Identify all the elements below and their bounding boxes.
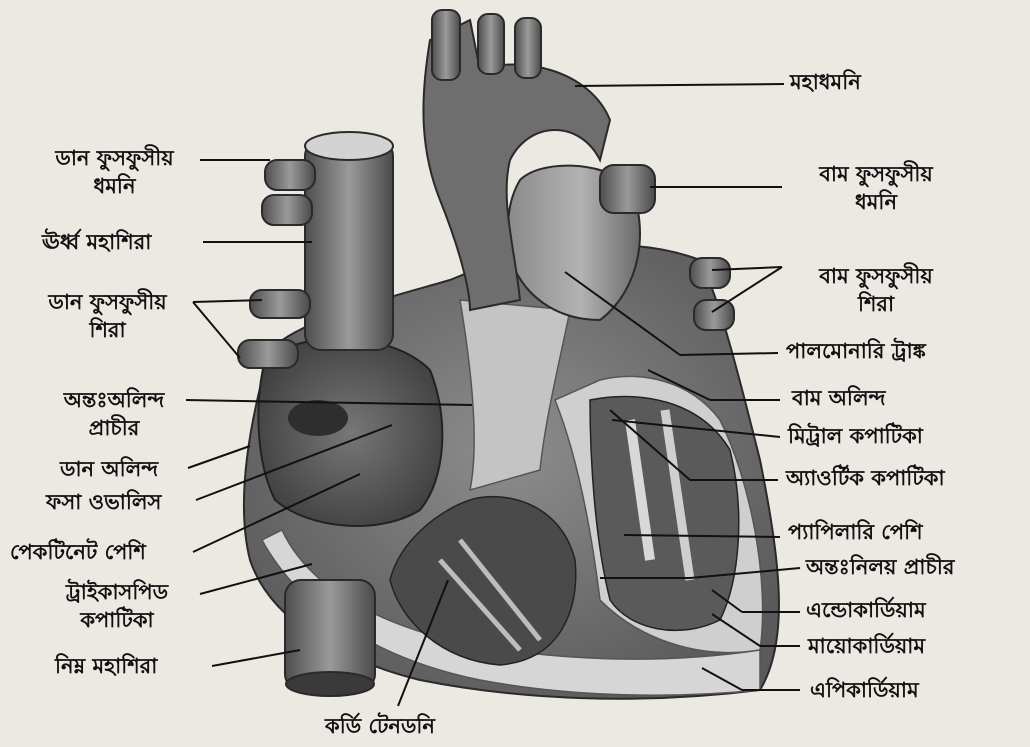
- label-endocardium: এন্ডোকার্ডিয়াম: [806, 596, 926, 624]
- label-pulmonary-trunk: পালমোনারি ট্রাঙ্ক: [786, 337, 926, 365]
- label-superior-vena-cava: ঊর্ধ্ব মহাশিরা: [42, 228, 151, 256]
- label-interatrial-septum: অন্তঃঅলিন্দ প্রাচীর: [44, 386, 184, 442]
- label-chordae-tendineae: কর্ডি টেনডনি: [325, 712, 435, 740]
- label-aortic-valve: অ্যাওর্টিক কপাটিকা: [786, 464, 945, 492]
- svc-opening: [305, 132, 393, 160]
- label-myocardium: মায়োকার্ডিয়াম: [808, 632, 925, 660]
- label-aorta: মহাধমনি: [790, 68, 861, 96]
- left-pulmonary-vein-2: [694, 300, 734, 330]
- label-papillary-muscle: প্যাপিলারি পেশি: [788, 518, 923, 546]
- aortic-branch-2: [478, 14, 504, 74]
- label-left-pulmonary-artery: বাম ফুসফুসীয় ধমনি: [786, 160, 966, 216]
- right-pulmonary-vein-2: [238, 340, 298, 368]
- label-inferior-vena-cava: নিম্ন মহাশিরা: [55, 652, 157, 680]
- label-pectinate-muscle: পেকটিনেট পেশি: [10, 538, 146, 566]
- right-pulmonary-vein-1: [250, 290, 310, 318]
- label-right-pulmonary-artery: ডান ফুসফুসীয় ধমনি: [32, 144, 197, 200]
- ivc-opening: [286, 672, 374, 696]
- left-pulmonary-artery: [600, 165, 655, 213]
- fossa-ovalis-mark: [288, 400, 348, 436]
- label-left-atrium: বাম অলিন্দ: [792, 384, 885, 412]
- label-epicardium: এপিকার্ডিয়াম: [810, 676, 919, 704]
- label-tricuspid-valve: ট্রাইকাসপিড কপাটিকা: [42, 578, 192, 634]
- label-mitral-valve: মিট্রাল কপাটিকা: [788, 422, 923, 450]
- label-interventricular-septum: অন্তঃনিলয় প্রাচীর: [806, 553, 954, 581]
- aortic-branch-1: [432, 10, 460, 80]
- right-pulmonary-artery-branch-2: [262, 195, 312, 225]
- right-pulmonary-artery-branch-1: [265, 160, 315, 190]
- label-left-pulmonary-veins: বাম ফুসফুসীয় শিরা: [786, 262, 966, 318]
- left-pulmonary-vein-1: [690, 258, 730, 288]
- label-fossa-ovalis: ফসা ওভালিস: [46, 488, 161, 516]
- superior-vena-cava: [305, 140, 393, 350]
- label-right-pulmonary-veins: ডান ফুসফুসীয় শিরা: [25, 288, 190, 344]
- label-right-atrium: ডান অলিন্দ: [60, 455, 158, 483]
- aortic-branch-3: [515, 18, 541, 78]
